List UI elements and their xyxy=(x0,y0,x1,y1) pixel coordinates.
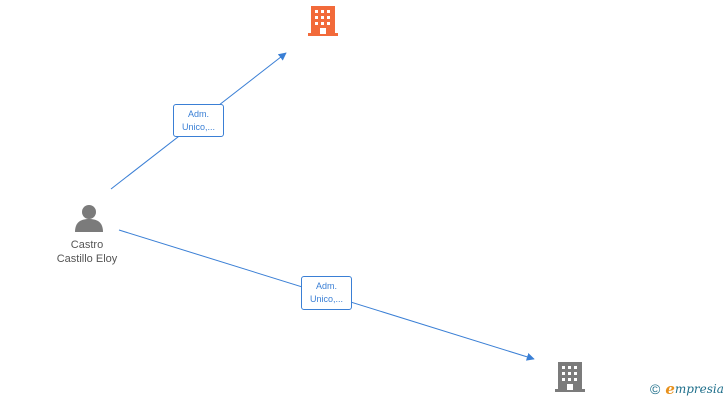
edge-label-line2: Unico,... xyxy=(309,294,343,304)
edge-label-line1: Adm. xyxy=(315,281,337,291)
copyright-symbol: © xyxy=(650,381,661,397)
edge-label-line1: Adm. xyxy=(187,109,209,119)
building-icon[interactable] xyxy=(308,6,338,36)
person-icon[interactable] xyxy=(75,205,103,232)
edge-label[interactable]: Adm. Unico,... xyxy=(173,104,224,137)
person-name-label[interactable]: Castro Castillo Eloy xyxy=(40,238,134,266)
watermark: © e mpresia xyxy=(650,379,724,399)
brand-logo-text: mpresia xyxy=(674,382,724,396)
building-icon[interactable] xyxy=(555,362,585,392)
edge-label[interactable]: Adm. Unico,... xyxy=(301,276,352,310)
edge-label-line2: Unico,... xyxy=(181,122,215,132)
person-name-line1: Castro xyxy=(70,239,104,251)
person-name-line2: Castillo Eloy xyxy=(56,253,118,265)
brand-logo-e: e xyxy=(665,380,675,398)
